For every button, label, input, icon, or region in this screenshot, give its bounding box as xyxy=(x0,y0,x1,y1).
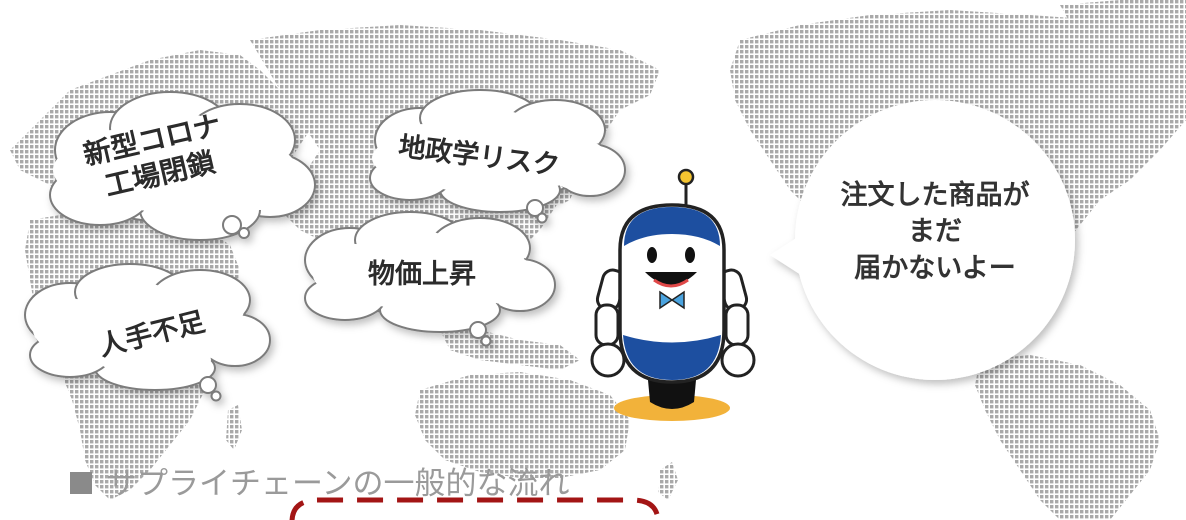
cloud-geopolitics xyxy=(369,89,626,224)
speech-bubble xyxy=(770,100,1075,380)
speech-line-3: 届かないよー xyxy=(854,252,1016,284)
cloud-prices xyxy=(304,211,556,347)
cloud-covid xyxy=(49,91,316,241)
cloud-prices-label: 物価上昇 xyxy=(368,258,476,292)
section-heading-text: サプライチェーンの一般的な流れ xyxy=(106,466,570,502)
square-bullet-icon xyxy=(70,471,92,494)
speech-line-1: 注文した商品が xyxy=(840,180,1030,211)
robot-mascot xyxy=(590,168,756,421)
speech-line-2: まだ xyxy=(908,216,962,248)
cloud-prices-line-1: 物価上昇 xyxy=(368,259,476,290)
cloud-labor xyxy=(24,263,271,402)
section-heading: サプライチェーンの一般的な流れ xyxy=(70,458,569,503)
flow-dashed-box xyxy=(289,497,661,520)
speech-bubble-text: 注文した商品が まだ 届かないよー xyxy=(805,178,1065,287)
